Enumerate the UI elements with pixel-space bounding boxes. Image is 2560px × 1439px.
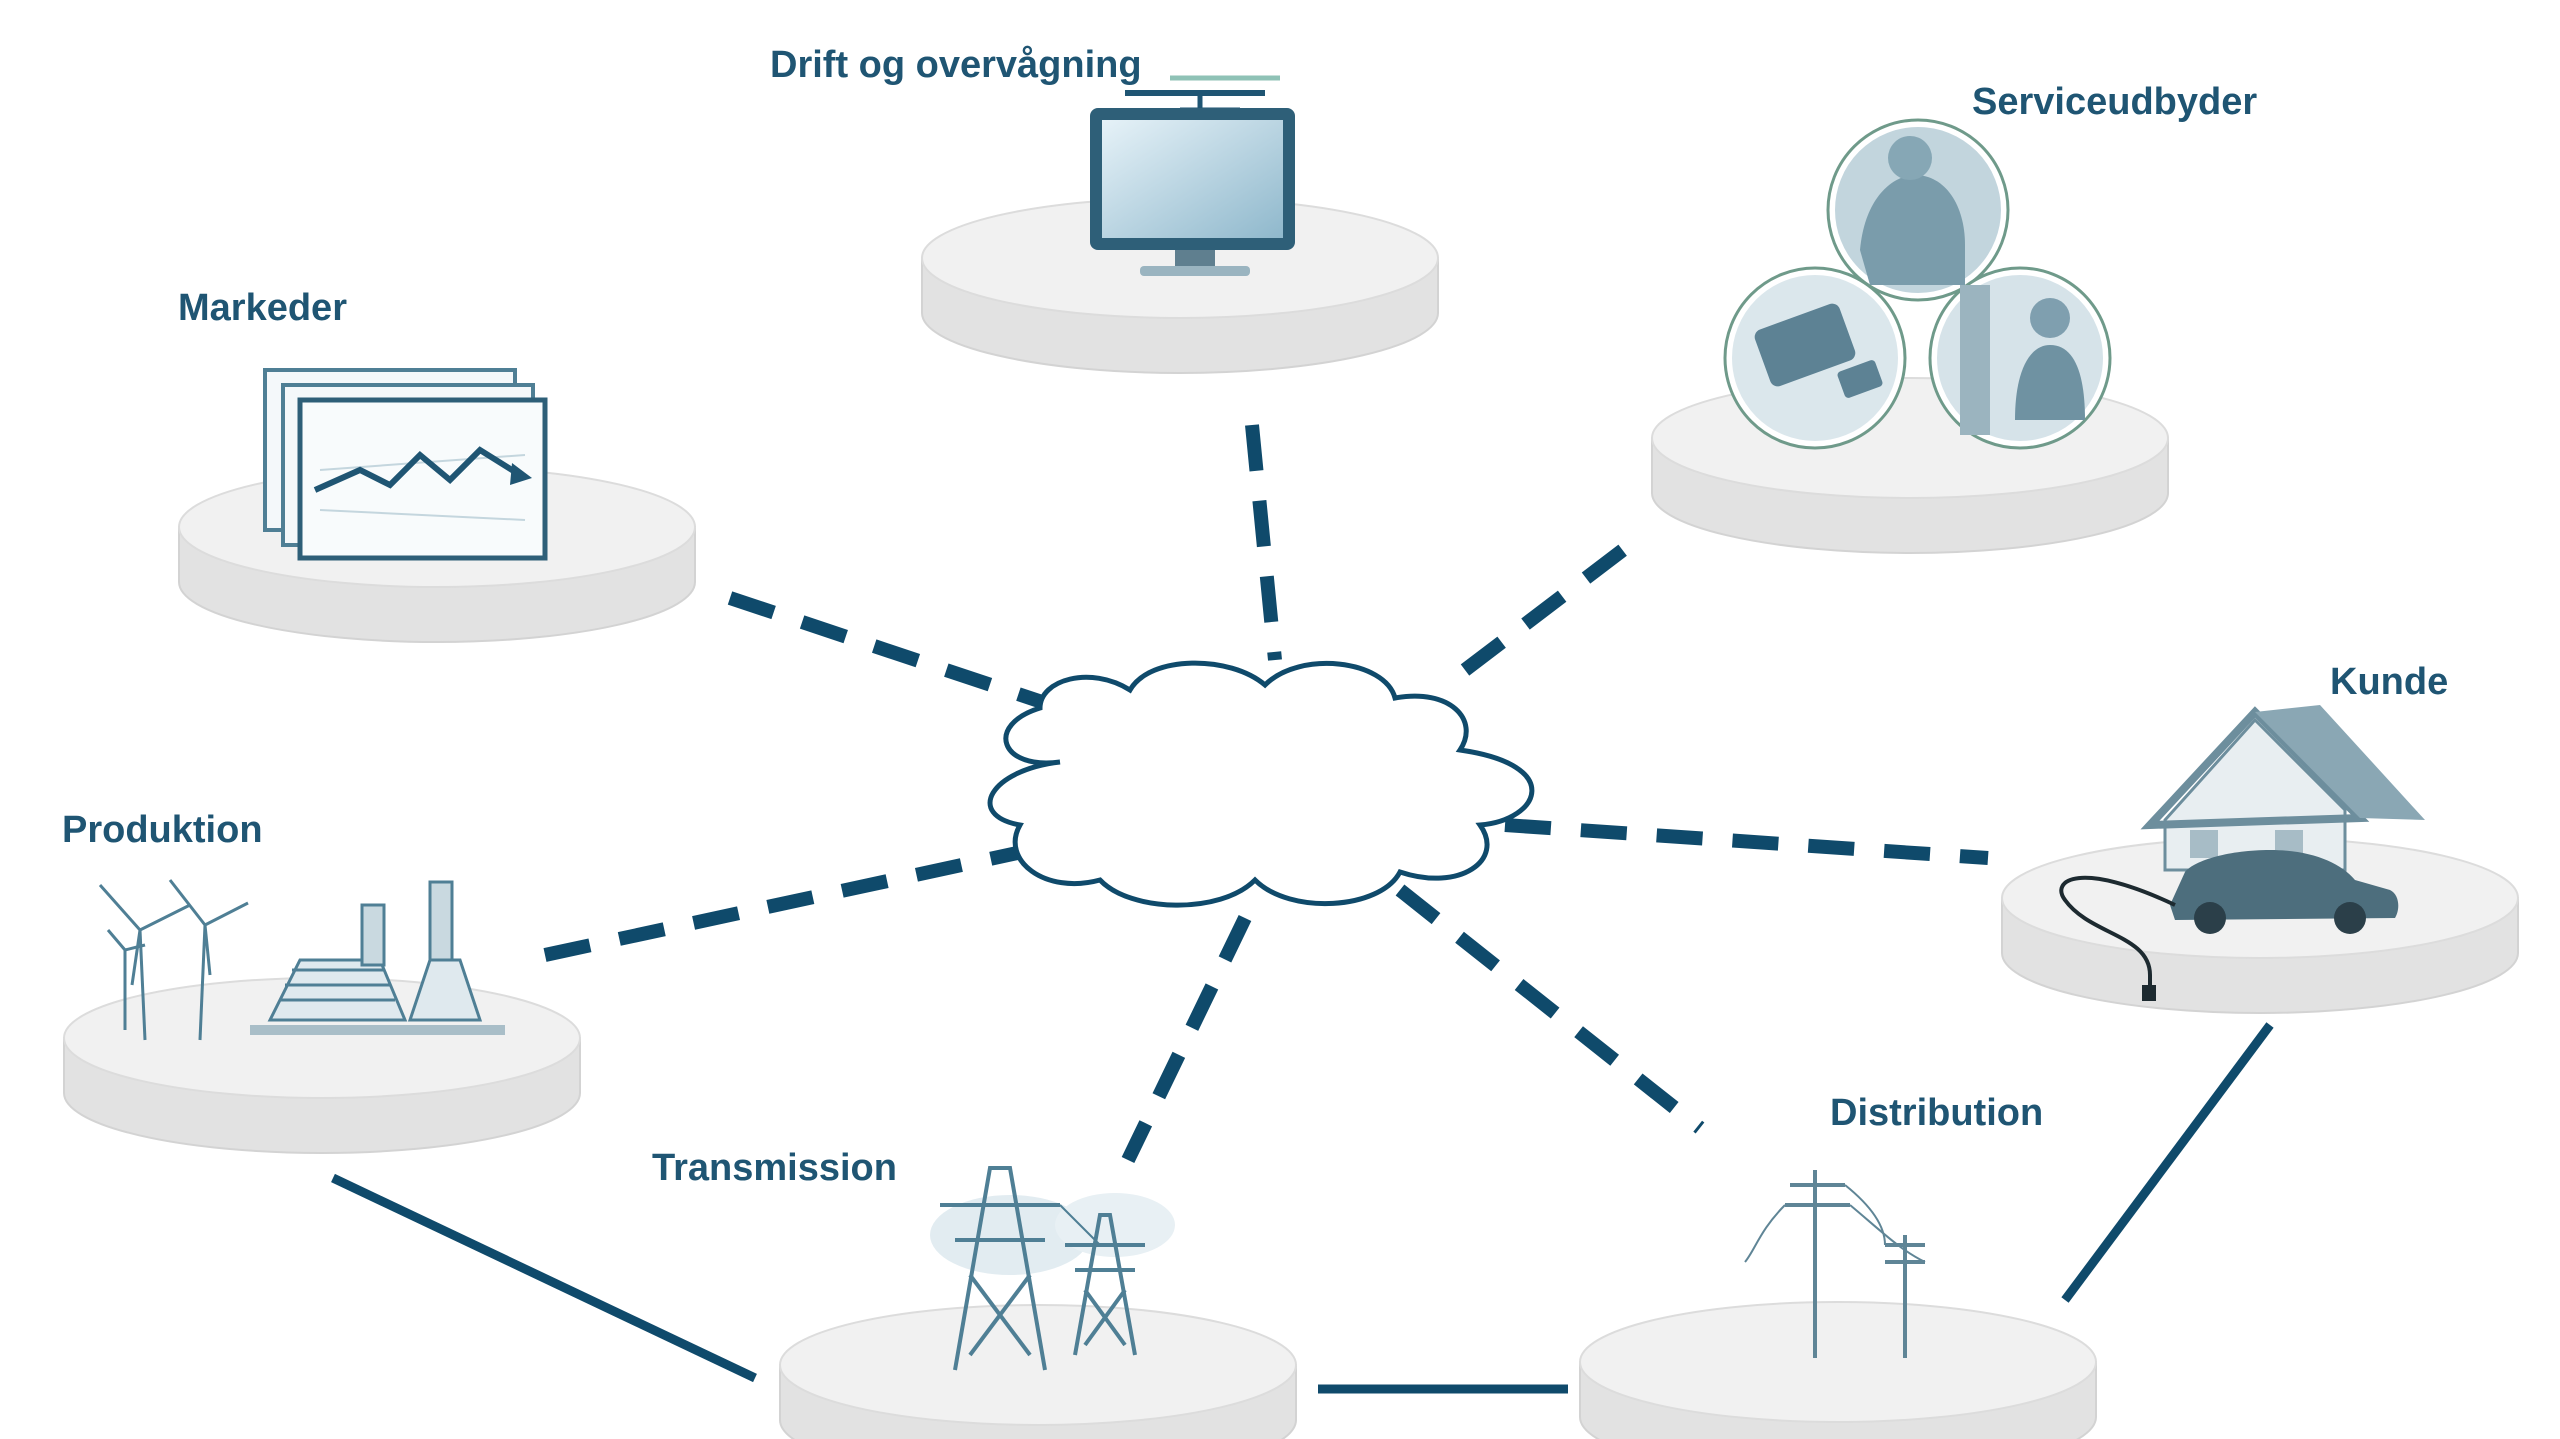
cloud-icon: [987, 660, 1535, 908]
link-transmission: [1121, 914, 1252, 1164]
power-plant-icon: [98, 879, 505, 1041]
utility-pole-icon: [1744, 1170, 1926, 1358]
link-service: [1460, 531, 1645, 676]
house-car-icon: [2059, 705, 2425, 1001]
link-distribution: [1395, 884, 1705, 1134]
label-drift: Drift og overvågning: [770, 44, 1142, 86]
label-service: Serviceudbyder: [1972, 81, 2257, 123]
link-kunde: [1504, 818, 1989, 865]
market-chart-icon: [263, 368, 548, 561]
link-distribution-kunde: [2061, 1022, 2274, 1303]
label-produktion: Produktion: [62, 809, 263, 851]
link-produktion-transmission: [331, 1173, 757, 1383]
service-photos-icon: [1723, 118, 2112, 450]
label-transmission: Transmission: [652, 1147, 897, 1189]
platform-transmission: [779, 1304, 1297, 1439]
label-kunde: Kunde: [2330, 661, 2448, 703]
transmission-tower-icon: [930, 1166, 1175, 1371]
link-drift: [1245, 424, 1282, 661]
link-markeder: [727, 591, 1075, 719]
label-markeder: Markeder: [178, 287, 347, 329]
label-distribution: Distribution: [1830, 1092, 2043, 1134]
monitor-icon: [1090, 75, 1295, 276]
platform-distribution: [1579, 1301, 2097, 1439]
link-produktion: [543, 845, 1024, 962]
connectors: [331, 424, 2274, 1394]
